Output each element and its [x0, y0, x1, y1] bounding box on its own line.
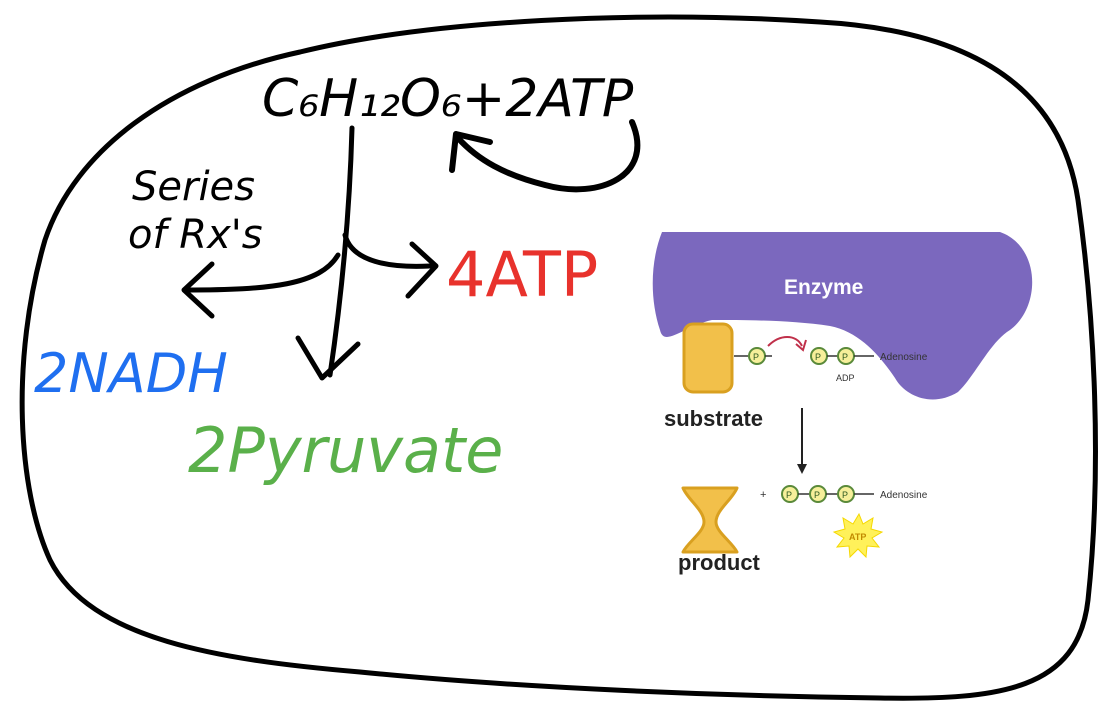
nadh-arrowhead-icon [181, 261, 215, 319]
product-label: product [678, 550, 761, 575]
pyruvate-label: 2Pyruvate [188, 414, 503, 487]
pyruvate-arrowhead-icon [295, 335, 361, 381]
equation-text: C₆H₁₂O₆+2ATP [262, 69, 634, 129]
phosphate-bottom-2-label: P [814, 490, 820, 500]
atp-starburst-icon [832, 512, 884, 559]
substrate-shape [682, 322, 734, 394]
transfer-arrow [767, 336, 803, 347]
atp-output-arrowhead-icon [405, 241, 439, 299]
atp-output-label: 4ATP [446, 238, 598, 311]
phosphate-top-1-label: P [753, 352, 759, 362]
atp-input-arrowhead-icon [449, 131, 493, 173]
nadh-label: 2NADH [34, 342, 228, 405]
down-arrowhead-icon [797, 464, 807, 474]
adp-label: ADP [836, 373, 855, 383]
plus-sign: + [760, 489, 766, 501]
atp-output-arrow [342, 232, 433, 269]
transfer-arrowhead-icon [795, 339, 807, 352]
atp-input-arrow [455, 119, 641, 193]
enzyme-label: Enzyme [784, 276, 863, 299]
phosphate-top-3-label: P [842, 352, 848, 362]
nadh-arrow [183, 252, 341, 293]
product-shape [681, 486, 739, 554]
cell-outline [19, 14, 1098, 701]
phosphate-bottom-1-label: P [786, 490, 792, 500]
enzyme-figure: Enzyme substrate P P P Adenosine ADP pro… [628, 228, 1033, 600]
adenosine-top-label: Adenosine [880, 352, 928, 363]
reaction-line [327, 125, 355, 378]
substrate-label: substrate [664, 406, 763, 431]
phosphate-top-2-label: P [815, 352, 821, 362]
series-label-line1: Series [132, 164, 255, 210]
atp-burst-label: ATP [849, 532, 866, 542]
adenosine-bottom-label: Adenosine [880, 490, 928, 501]
series-label-line2: of Rx's [128, 212, 263, 258]
enzyme-shape [652, 232, 1033, 400]
phosphate-bottom-3-label: P [842, 490, 848, 500]
